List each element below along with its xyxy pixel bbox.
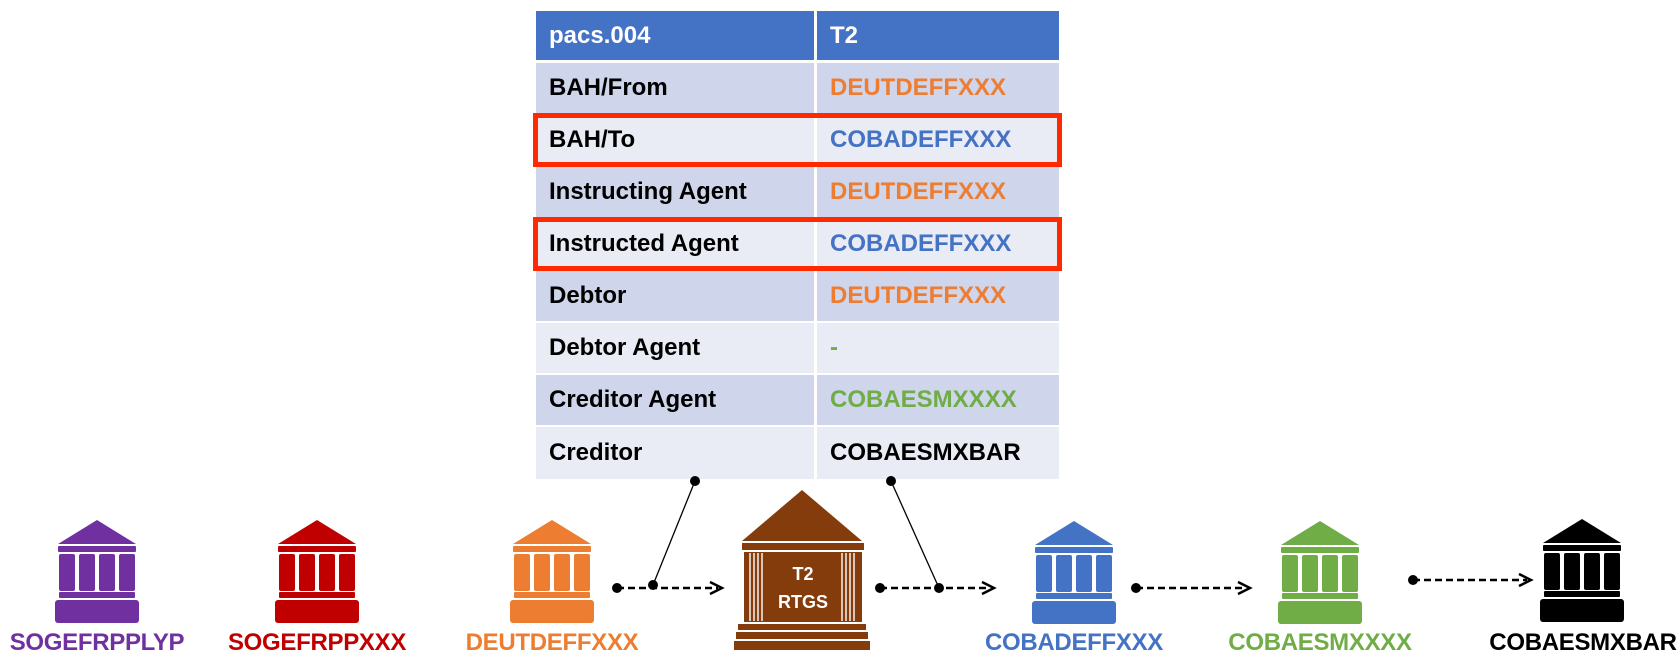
bank-icon-cobaesmxbar	[1540, 519, 1624, 622]
bank-icon-cobaesmxxxx	[1278, 521, 1362, 624]
t2-label-line2: RTGS	[777, 592, 829, 612]
field-value: COBADEFFXXX	[817, 219, 1059, 269]
field-label: BAH/From	[536, 63, 817, 113]
bank-icon-sogefrppxxx	[275, 520, 359, 623]
table-row: Creditor COBAESMXBAR	[536, 427, 1059, 479]
callout-creditor-side	[886, 476, 944, 593]
field-value: DEUTDEFFXXX	[817, 271, 1059, 321]
callout-debtor-side	[648, 476, 700, 590]
t2-label-line1: T2	[792, 564, 814, 584]
bank-icon-sogefrpplyp	[55, 520, 139, 623]
bank-icon-cobadeffxxx	[1032, 521, 1116, 624]
table-row: Creditor Agent COBAESMXXXX	[536, 375, 1059, 427]
table-row: Debtor Agent -	[536, 323, 1059, 375]
bank-icon-deutdeffxxx	[510, 520, 594, 623]
field-label: Instructing Agent	[536, 167, 817, 217]
flow-arrow	[875, 580, 997, 596]
field-label: Instructed Agent	[536, 219, 817, 269]
field-label: Debtor	[536, 271, 817, 321]
table-row: Instructed Agent COBADEFFXXX	[536, 219, 1059, 271]
field-label: Creditor Agent	[536, 375, 817, 425]
table-row: BAH/To COBADEFFXXX	[536, 115, 1059, 167]
bank-label-cobaesmxbar: COBAESMXBAR	[1489, 629, 1677, 656]
field-value: -	[817, 323, 1059, 373]
table-row: Instructing Agent DEUTDEFFXXX	[536, 167, 1059, 219]
field-label: Debtor Agent	[536, 323, 817, 373]
bank-label-deutdeffxxx: DEUTDEFFXXX	[465, 629, 639, 656]
bank-label-cobadeffxxx: COBADEFFXXX	[984, 629, 1164, 656]
bank-label-sogefrppxxx: SOGEFRPPXXX	[227, 629, 407, 656]
flow-arrow	[1131, 580, 1253, 596]
field-value: COBADEFFXXX	[817, 115, 1059, 165]
field-value: DEUTDEFFXXX	[817, 167, 1059, 217]
t2-column-lines	[736, 541, 868, 641]
header-message-type: pacs.004	[536, 11, 817, 60]
flow-arrow	[1408, 572, 1534, 588]
field-value: COBAESMXBAR	[817, 427, 1059, 479]
field-value: DEUTDEFFXXX	[817, 63, 1059, 113]
table-row: Debtor DEUTDEFFXXX	[536, 271, 1059, 323]
bank-label-cobaesmxxxx: COBAESMXXXX	[1228, 629, 1412, 656]
field-value: COBAESMXXXX	[817, 375, 1059, 425]
t2-rtgs-label: T2 RTGS	[778, 560, 828, 616]
table-header-row: pacs.004 T2	[536, 11, 1059, 63]
field-label: BAH/To	[536, 115, 817, 165]
bank-label-sogefrpplyp: SOGEFRPPLYP	[9, 629, 185, 656]
header-system: T2	[817, 11, 1059, 60]
pacs004-message-table: pacs.004 T2 BAH/From DEUTDEFFXXX BAH/To …	[536, 11, 1059, 479]
flow-arrow	[612, 580, 725, 596]
field-label: Creditor	[536, 427, 817, 479]
